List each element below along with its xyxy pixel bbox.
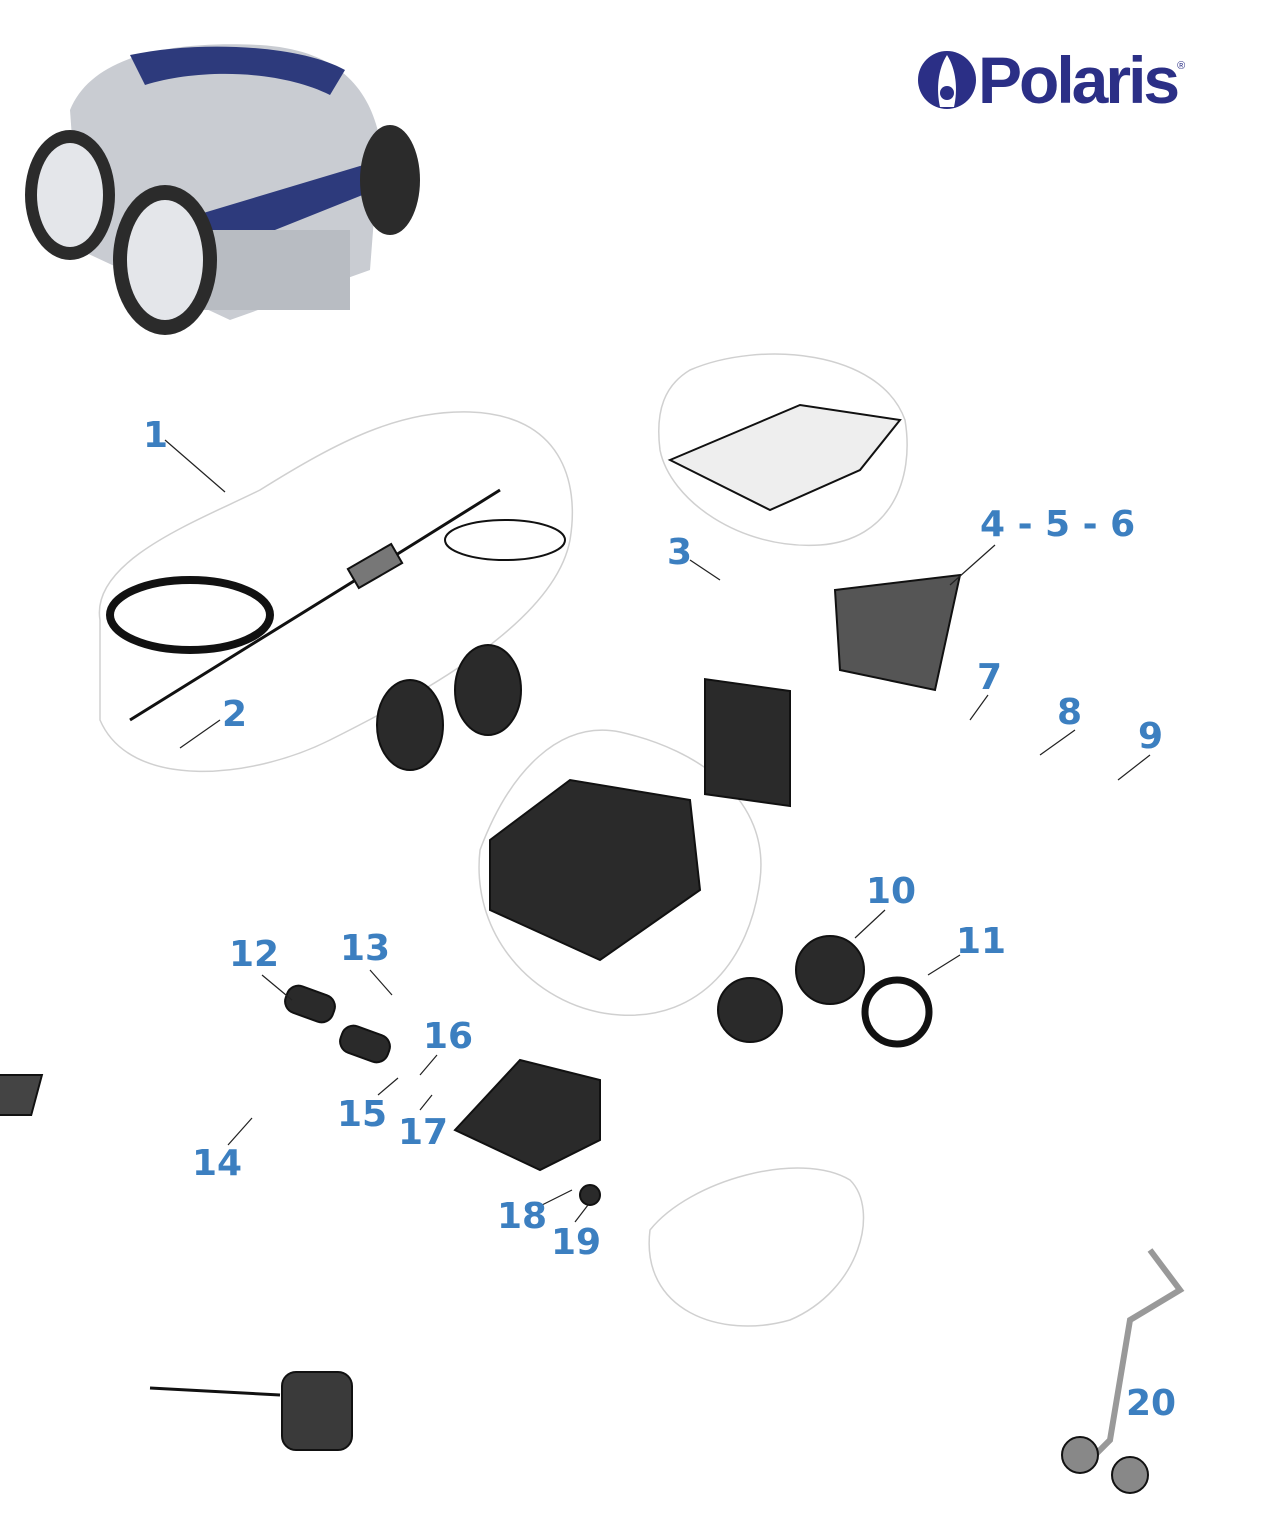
part-label-14: 14	[192, 1143, 243, 1184]
part-label-18: 18	[497, 1196, 548, 1237]
part-label-20: 20	[1126, 1383, 1177, 1424]
polaris-logo: Polaris ®	[916, 42, 1185, 118]
part-label-7: 7	[977, 657, 1003, 698]
registered-mark: ®	[1177, 60, 1186, 72]
polaris-emblem-icon	[918, 51, 976, 109]
part-label-4-5-6: 4 - 5 - 6	[980, 504, 1136, 545]
lid-outline	[658, 353, 908, 547]
part-label-15: 15	[337, 1094, 388, 1135]
part-label-9: 9	[1138, 716, 1164, 757]
part-label-12: 12	[229, 934, 280, 975]
part-label-2: 2	[222, 694, 248, 735]
part-label-13: 13	[340, 928, 391, 969]
part-label-3: 3	[667, 532, 693, 573]
part-label-10: 10	[866, 871, 917, 912]
robot-cleaner-image	[25, 44, 420, 335]
part-label-17: 17	[398, 1112, 449, 1153]
power-kit-outline	[98, 411, 574, 773]
part-label-8: 8	[1057, 692, 1083, 733]
part-label-19: 19	[551, 1222, 602, 1263]
part-label-1: 1	[143, 415, 169, 456]
clips-outline	[648, 1167, 865, 1327]
part-label-11: 11	[956, 921, 1007, 962]
body-outline	[478, 729, 762, 1016]
part-label-16: 16	[423, 1016, 474, 1057]
brand-name: Polaris	[978, 43, 1180, 117]
